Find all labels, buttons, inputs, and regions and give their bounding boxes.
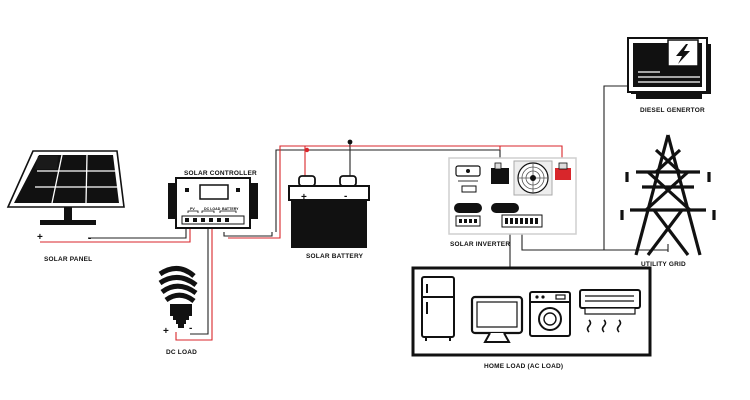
junction-dot-black xyxy=(347,139,353,145)
inverter-icon xyxy=(448,157,577,235)
controller-dcload-label: DC LOAD xyxy=(204,207,221,211)
washing-machine-icon xyxy=(529,291,571,337)
junction-dot-red xyxy=(304,147,310,153)
refrigerator-icon xyxy=(421,276,455,341)
inverter-fan xyxy=(513,160,553,196)
solar-panel-label: SOLAR PANEL xyxy=(44,256,92,263)
battery-negative-wire xyxy=(275,149,305,232)
solar-battery-label: SOLAR BATTERY xyxy=(306,253,364,260)
battery-plus-label: + xyxy=(301,192,307,203)
home-load-box xyxy=(411,266,652,357)
bulb-minus-label: - xyxy=(189,323,192,334)
solar-inverter-label: SOLAR INVERTER xyxy=(450,241,510,248)
battery-icon: + - xyxy=(288,175,370,248)
dc-load-label: DC LOAD xyxy=(166,349,197,356)
solar-panel-icon: + - xyxy=(6,150,125,244)
solar-controller-icon: PV DC LOAD BATTERY xyxy=(168,177,258,229)
controller-battery-label: BATTERY xyxy=(222,207,239,211)
light-bulb-icon: + - xyxy=(158,266,198,337)
generator-icon xyxy=(627,37,711,99)
grid-wire xyxy=(521,232,668,251)
air-conditioner-icon xyxy=(579,289,641,333)
panel-minus-label: - xyxy=(88,233,91,244)
bulb-plus-label: + xyxy=(163,326,169,337)
transmission-tower-icon xyxy=(620,134,716,256)
solar-controller-label: SOLAR CONTROLLER xyxy=(184,170,257,177)
wiring xyxy=(40,85,669,341)
dc-load-negative-wire xyxy=(190,226,209,335)
utility-grid-label: UTILITY GRID xyxy=(641,261,686,268)
pv-negative-wire xyxy=(88,226,187,239)
dc-load-positive-wire xyxy=(175,226,213,341)
computer-icon xyxy=(470,295,524,343)
home-load-label: HOME LOAD (AC LOAD) xyxy=(484,363,563,370)
panel-plus-label: + xyxy=(37,232,43,243)
controller-pv-label: PV xyxy=(190,207,195,211)
battery-minus-label: - xyxy=(344,191,347,202)
pv-positive-wire xyxy=(40,226,191,243)
diesel-generator-label: DIESEL GENERTOR xyxy=(640,107,705,114)
battery-positive-wire xyxy=(228,145,306,239)
generator-wire xyxy=(603,85,640,250)
